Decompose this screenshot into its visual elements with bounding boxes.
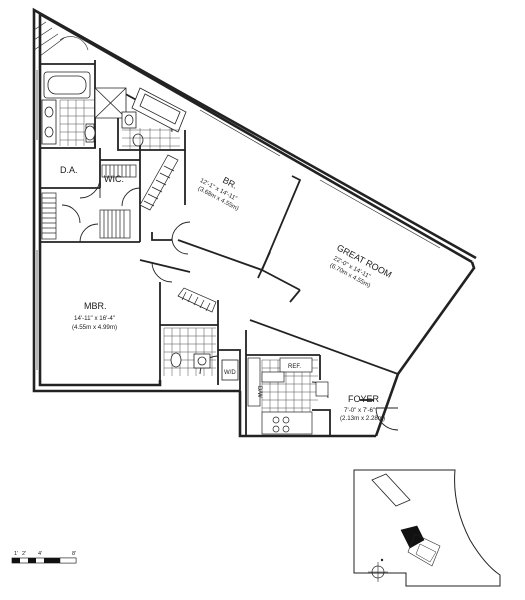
room-label-foyer: FOYER — [348, 394, 380, 404]
scale-tick-4: 4' — [38, 551, 42, 557]
fixture-label-ref: REF. — [288, 364, 301, 370]
key-plan — [353, 469, 501, 587]
kitchen-fixtures — [261, 357, 329, 435]
room-dim-mbr-imperial: 14'-11" x 16'-4" — [74, 315, 115, 322]
room-label-da: D.A. — [60, 165, 78, 175]
window-glazing — [36, 70, 441, 370]
room-labels: D.A. WIC. BR. 12'-1" x 14'-11" (3.68m x … — [60, 165, 393, 422]
key-plan-unit-highlight — [400, 525, 425, 549]
fixture-label-wd: W/D — [224, 370, 236, 376]
scale-tick-8: 8' — [72, 551, 76, 557]
fixture-labels: REF. D/W W/D — [224, 364, 301, 398]
room-dim-foyer-metric: (2.13m x 2.28m) — [340, 415, 385, 422]
bath-fixtures — [41, 71, 239, 381]
room-label-wic: WIC. — [104, 174, 124, 184]
room-dim-foyer-imperial: 7'-0" x 7'-6" — [344, 407, 375, 414]
key-plan-building-block — [371, 473, 411, 507]
scale-tick-1: 1' — [14, 551, 18, 557]
room-dim-mbr-metric: (4.55m x 4.99m) — [72, 324, 117, 331]
scale-tick-2: 2' — [22, 551, 26, 557]
scale-bar: 1' 2' 4' 8' — [11, 551, 77, 564]
exterior-walls — [32, 7, 477, 438]
fixture-label-dw: D/W — [256, 386, 262, 398]
wall-hatching — [33, 21, 89, 57]
interior-walls — [39, 60, 399, 436]
closet-shelving — [41, 154, 261, 407]
room-label-mbr: MBR. — [84, 301, 107, 311]
